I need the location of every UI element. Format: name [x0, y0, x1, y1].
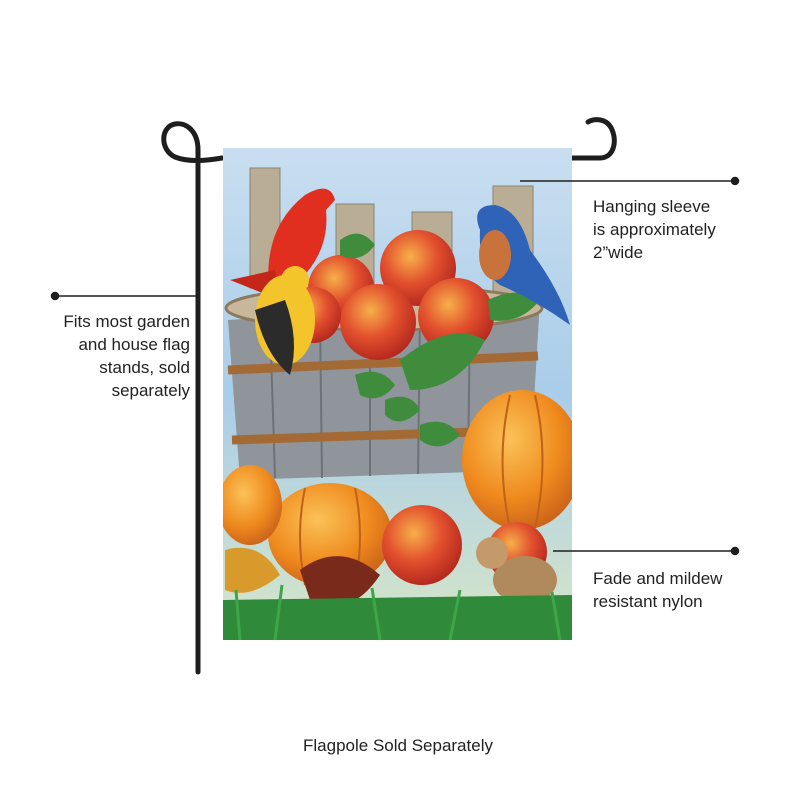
- callout-nylon: Fade and mildew resistant nylon: [593, 567, 722, 613]
- garden-flag: [223, 148, 572, 640]
- callout-line: Fade and mildew: [593, 569, 723, 588]
- callout-flag-stands: Fits most garden and house flag stands, …: [63, 310, 190, 402]
- callout-lines: [50, 176, 740, 556]
- callout-line: 2”wide: [593, 243, 644, 262]
- flagpole: [161, 117, 617, 675]
- caption: Flagpole Sold Separately: [303, 736, 493, 755]
- callout-line: Hanging sleeve: [593, 197, 711, 216]
- callout-line: resistant nylon: [593, 592, 703, 611]
- callout-hanging-sleeve: Hanging sleeve is approximately 2”wide: [593, 195, 716, 264]
- callout-line: and house flag: [78, 335, 190, 354]
- callout-line: Fits most garden: [63, 312, 190, 331]
- callout-line: is approximately: [593, 220, 716, 239]
- callout-line: separately: [111, 381, 190, 400]
- callout-line: stands, sold: [99, 358, 190, 377]
